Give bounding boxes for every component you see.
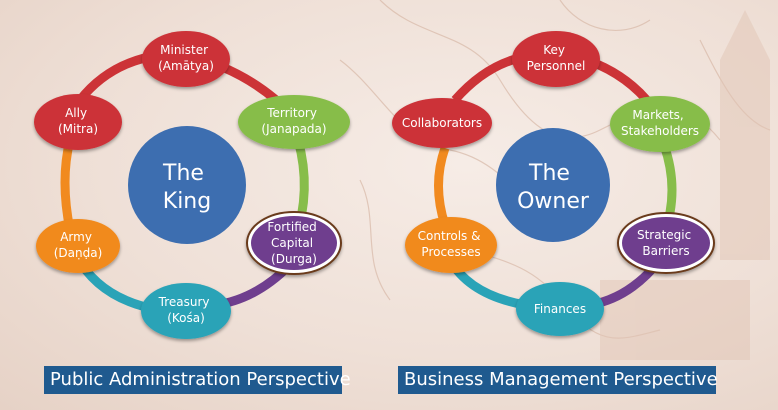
- caption-public-administration: Public Administration Perspective: [44, 366, 351, 394]
- node-collaborators: Collaborators: [392, 98, 492, 148]
- right-cycle: The Owner Key Personnel Markets, Stakeho…: [392, 31, 715, 336]
- svg-text:Collaborators: Collaborators: [402, 116, 482, 130]
- node-controls-processes: Controls & Processes: [405, 217, 497, 273]
- svg-text:Key Personnel: Key Personnel: [527, 43, 586, 73]
- node-fortified-capital: Fortified Capital (Durga): [246, 211, 342, 275]
- node-key-personnel: Key Personnel: [512, 31, 600, 87]
- svg-text:The King: The King: [162, 161, 211, 214]
- node-ally: Ally (Mitra): [34, 94, 122, 150]
- svg-text:Army (Daṇḍa): Army (Daṇḍa): [54, 230, 103, 260]
- svg-text:Minister (Amātya): Minister (Amātya): [158, 43, 214, 73]
- svg-text:Finances: Finances: [534, 302, 586, 316]
- svg-text:Fortified Capital: Fortified Capital (Durga): [267, 220, 320, 266]
- svg-text:The Owner: The Owner: [517, 161, 590, 214]
- center-king-line-1: The: [162, 161, 204, 186]
- center-circle-owner: The Owner: [496, 128, 610, 242]
- node-minister: Minister (Amātya): [142, 31, 230, 87]
- svg-text:Ally (Mitra): Ally (Mitra): [58, 106, 98, 136]
- svg-text:Territory (Janapada): Territory (Janapada): [261, 106, 326, 136]
- node-markets-stakeholders: Markets, Stakeholders: [610, 96, 710, 152]
- svg-text:Markets, Stakeholders: Markets, Stakeholders: [621, 108, 699, 138]
- node-strategic-barriers: Strategic Barriers: [617, 212, 715, 274]
- node-territory: Territory (Janapada): [238, 95, 350, 149]
- center-circle-king: The King: [128, 126, 246, 244]
- center-owner-line-2: Owner: [517, 189, 590, 214]
- svg-text:Treasury (Kośa): Treasury (Kośa): [158, 295, 214, 325]
- node-army: Army (Daṇḍa): [36, 219, 120, 273]
- svg-text:Controls & Processes: Controls & Processes: [418, 229, 485, 259]
- node-finances: Finances: [516, 282, 604, 336]
- node-treasury: Treasury (Kośa): [141, 283, 231, 339]
- caption-business-management: Business Management Perspective: [398, 366, 718, 394]
- ring-segment-left-5: [60, 138, 75, 231]
- center-owner-line-1: The: [528, 161, 570, 186]
- svg-text:Strategic Barriers: Strategic Barriers: [637, 228, 695, 258]
- left-cycle: The King Minister (Amātya) Territory (Ja…: [34, 31, 350, 339]
- center-king-line-2: King: [163, 189, 211, 214]
- ring-segment-right-5: [434, 146, 450, 227]
